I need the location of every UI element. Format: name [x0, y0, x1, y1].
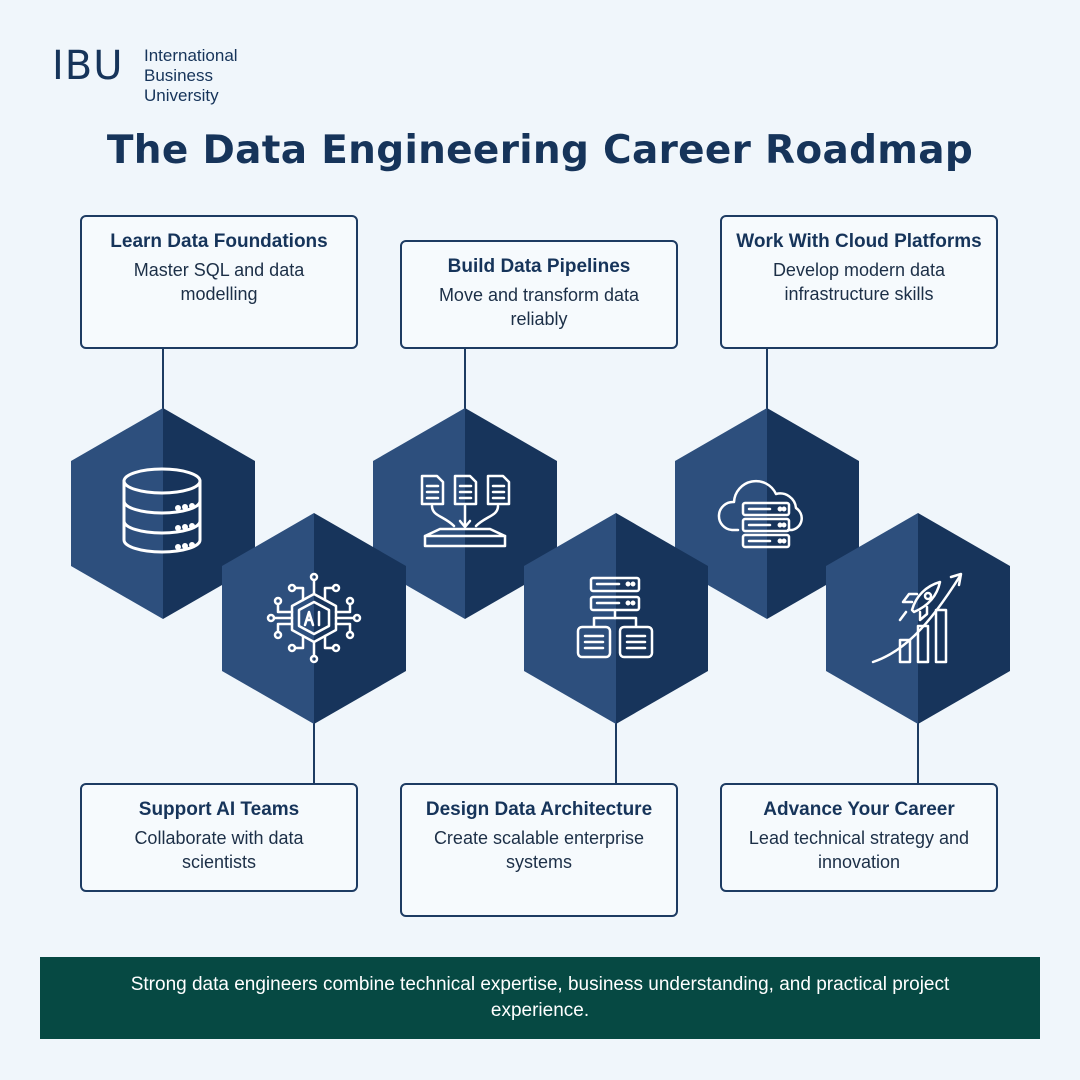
rocket-growth-icon — [871, 572, 963, 664]
step-card-support-ai-teams: Support AI Teams Collaborate with data s… — [80, 783, 358, 892]
logo-line-1: International — [144, 46, 238, 65]
hexagon-step-5 — [675, 408, 859, 619]
logo-wordmark: International Business University — [144, 46, 238, 106]
summary-text: Strong data engineers combine technical … — [130, 974, 950, 1021]
step-card-work-with-cloud-platforms: Work With Cloud Platforms Develop modern… — [720, 215, 998, 349]
step-description: Create scalable enterprise systems — [433, 828, 645, 872]
step-description: Collaborate with data scientists — [134, 828, 304, 872]
database-icon — [122, 467, 202, 554]
ai-chip-icon — [266, 572, 362, 664]
step-title: Support AI Teams — [138, 799, 300, 820]
architecture-hierarchy-icon — [576, 576, 654, 659]
step-description: Master SQL and data modelling — [133, 260, 305, 304]
step-description: Develop modern data infrastructure skill… — [772, 260, 946, 304]
step-title: Learn Data Foundations — [110, 231, 328, 252]
step-title: Work With Cloud Platforms — [736, 231, 982, 252]
data-pipeline-icon — [420, 474, 511, 548]
step-title: Advance Your Career — [763, 799, 955, 820]
hexagon-step-6 — [826, 513, 1010, 724]
step-card-design-data-architecture: Design Data Architecture Create scalable… — [400, 783, 678, 917]
step-card-build-data-pipelines: Build Data Pipelines Move and transform … — [400, 240, 678, 349]
hexagon-step-2 — [222, 513, 406, 724]
page-title: The Data Engineering Career Roadmap — [106, 128, 974, 173]
step-card-advance-your-career: Advance Your Career Lead technical strat… — [720, 783, 998, 892]
step-description: Move and transform data reliably — [438, 285, 640, 329]
summary-banner: Strong data engineers combine technical … — [40, 957, 1040, 1039]
logo-mark: IBU — [52, 43, 124, 89]
logo-line-2: Business — [144, 66, 213, 85]
cloud-server-icon — [717, 479, 803, 549]
step-description: Lead technical strategy and innovation — [748, 828, 970, 872]
step-title: Build Data Pipelines — [447, 256, 631, 277]
logo-line-3: University — [144, 86, 219, 105]
step-title: Design Data Architecture — [425, 799, 653, 820]
step-card-learn-data-foundations: Learn Data Foundations Master SQL and da… — [80, 215, 358, 349]
